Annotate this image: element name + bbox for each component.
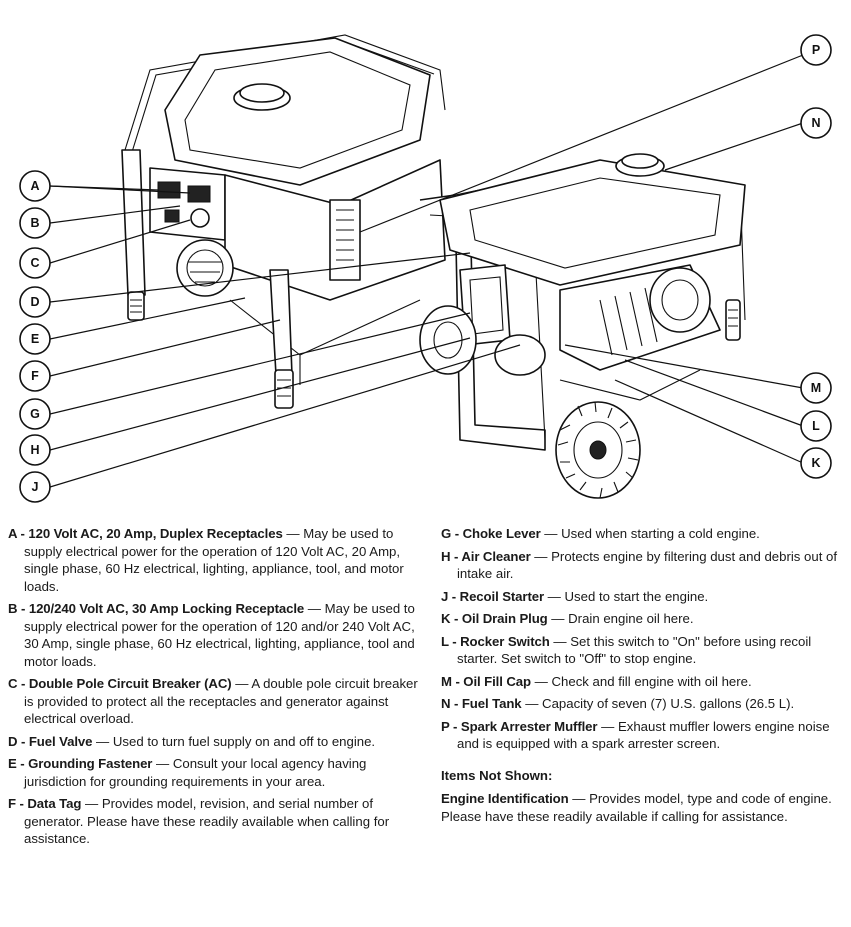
callout-P: P [800,34,832,66]
callout-G: G [19,398,51,430]
svg-text:F: F [31,369,39,383]
svg-text:M: M [811,381,821,395]
part-item: H - Air Cleaner — Protects engine by fil… [441,548,838,582]
part-item: A - 120 Volt AC, 20 Amp, Duplex Receptac… [8,526,404,594]
svg-text:C: C [30,256,39,270]
generator-diagram: A B C D E F G H J K L M N P [19,34,832,503]
callout-N: N [800,107,832,139]
svg-text:N: N [811,116,820,130]
callout-C: C [19,247,51,279]
callout-B: B [19,207,51,239]
items-not-shown-heading: Items Not Shown: [441,767,553,783]
part-item: B - 120/240 Volt AC, 30 Amp Locking Rece… [8,601,415,669]
callout-L: L [800,410,832,442]
callout-A: A [19,170,51,202]
part-item: K - Oil Drain Plug — Drain engine oil he… [441,611,694,626]
svg-text:D: D [30,295,39,309]
part-item: C - Double Pole Circuit Breaker (AC) — A… [8,676,418,726]
callout-D: D [19,286,51,318]
callout-J: J [19,471,51,503]
part-item: M - Oil Fill Cap — Check and fill engine… [441,673,752,689]
svg-text:A: A [30,179,39,193]
svg-text:E: E [31,332,39,346]
callout-E: E [19,323,51,355]
svg-text:L: L [812,419,820,433]
leader-lines [49,54,804,488]
part-item: D - Fuel Valve — Used to turn fuel suppl… [8,733,376,749]
callout-H: H [19,434,51,466]
parts-list-right: G - Choke Lever — Used when starting a c… [441,525,846,825]
generator-left-illustration [121,34,446,409]
svg-text:G: G [30,407,40,421]
engine-identification-note: Engine Identification — Provides model, … [441,791,832,824]
part-item: L - Rocker Switch — Set this switch to "… [441,633,812,667]
svg-text:J: J [32,480,39,494]
svg-text:K: K [811,456,820,470]
svg-text:P: P [812,43,820,57]
part-item: J - Recoil Starter — Used to start the e… [441,588,709,604]
callout-F: F [19,360,51,392]
parts-list-left: A - 120 Volt AC, 20 Amp, Duplex Receptac… [8,525,418,853]
part-item: P - Spark Arrester Muffler — Exhaust muf… [441,718,830,752]
part-item: N - Fuel Tank — Capacity of seven (7) U.… [441,696,795,711]
part-item: G - Choke Lever — Used when starting a c… [441,526,760,541]
generator-right-illustration [419,153,746,499]
part-item: F - Data Tag — Provides model, revision,… [8,796,390,846]
callout-K: K [800,447,832,479]
svg-text:H: H [30,443,39,457]
svg-text:B: B [30,216,39,230]
part-item: E - Grounding Fastener — Consult your lo… [8,756,367,789]
callout-M: M [800,372,832,404]
